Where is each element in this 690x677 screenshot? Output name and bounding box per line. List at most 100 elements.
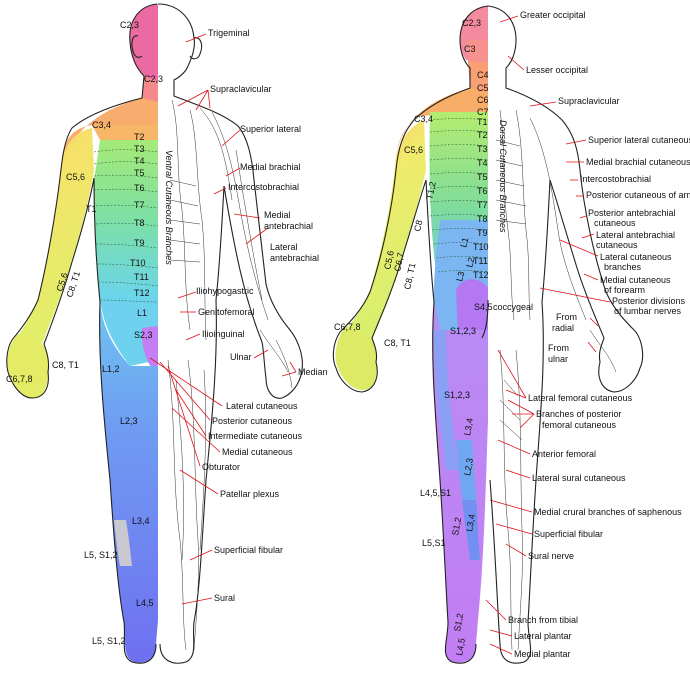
seg-back-l34b: L3,4 bbox=[464, 513, 477, 532]
label-ulnar: Ulnar bbox=[230, 352, 252, 362]
posterior-segment-labels: C2,3 C3 C4 C5 C6 C7 C3,4 T1 T2 C5,6 T3 T… bbox=[334, 18, 533, 656]
seg-back-l1: L1 bbox=[458, 236, 470, 248]
label-patellar-plexus: Patellar plexus bbox=[220, 489, 280, 499]
seg-back-c8t1hand: C8, T1 bbox=[384, 338, 411, 348]
seg-back-l2: L2 bbox=[464, 256, 476, 268]
seg-front-l5s12a: L5, S1,2 bbox=[84, 550, 118, 560]
seg-back-t9: T9 bbox=[477, 228, 488, 238]
seg-back-l45: L4,5 bbox=[454, 637, 467, 656]
front-head-c23 bbox=[129, 4, 158, 82]
label-posterior-antebrachial-2: cutaneous bbox=[594, 218, 636, 228]
seg-front-t4: T4 bbox=[134, 156, 145, 166]
label-from-ulnar-1: From bbox=[548, 343, 569, 353]
label-intercostobrachial-back: Intercostobrachial bbox=[580, 174, 651, 184]
label-medial-cutaneous: Medial cutaneous bbox=[222, 447, 293, 457]
label-medial-antebrachial-2: antebrachial bbox=[264, 221, 313, 231]
seg-front-l23: L2,3 bbox=[120, 416, 138, 426]
seg-back-c56: C5,6 bbox=[404, 145, 423, 155]
seg-back-c4: C4 bbox=[477, 70, 489, 80]
seg-front-t12: T12 bbox=[134, 288, 150, 298]
seg-front-t1: T1 bbox=[86, 204, 97, 214]
seg-back-s12b: S1,2 bbox=[452, 612, 465, 632]
label-posterior-cutaneous: Posterior cutaneous bbox=[212, 416, 293, 426]
seg-front-l5s12b: L5, S1,2 bbox=[92, 636, 126, 646]
label-branches-posterior-femoral-2: femoral cutaneous bbox=[542, 420, 617, 430]
label-posterior-divisions-1: Posterior divisions bbox=[612, 296, 686, 306]
seg-front-t10: T10 bbox=[130, 258, 146, 268]
label-branches-posterior-femoral-1: Branches of posterior bbox=[536, 409, 622, 419]
label-iliohypogastric: Iliohypogastric bbox=[196, 286, 254, 296]
seg-back-s12a: S1,2 bbox=[450, 516, 463, 536]
label-trigeminal: Trigeminal bbox=[208, 28, 250, 38]
anterior-leader-lines bbox=[149, 33, 297, 605]
seg-back-c3: C3 bbox=[464, 44, 476, 54]
anterior-segment-labels: C2,3 C2,3 C3,4 T2 T3 T4 C5,6 T5 T6 T1 T7… bbox=[6, 20, 163, 646]
label-lateral-cutaneous-branches-2: branches bbox=[604, 262, 642, 272]
label-medial-plantar: Medial plantar bbox=[514, 649, 571, 659]
label-from-radial-1: From bbox=[556, 312, 577, 322]
label-sural-nerve: Sural nerve bbox=[528, 551, 574, 561]
label-lateral-antebrachial-1: Lateral antebrachial bbox=[596, 230, 675, 240]
posterior-nerve-labels: Greater occipital Lesser occipital Supra… bbox=[508, 10, 690, 659]
label-lateral-femoral-cutaneous: Lateral femoral cutaneous bbox=[528, 393, 633, 403]
seg-back-c6: C6 bbox=[477, 95, 489, 105]
seg-back-t5: T5 bbox=[477, 172, 488, 182]
label-lateral-antebrachial-1: Lateral bbox=[270, 242, 298, 252]
label-lateral-plantar: Lateral plantar bbox=[514, 631, 572, 641]
label-superior-lateral-cutaneous: Superior lateral cutaneous bbox=[588, 135, 690, 145]
seg-back-c23: C2,3 bbox=[462, 18, 481, 28]
label-supraclavicular-front: Supraclavicular bbox=[210, 84, 272, 94]
front-arm bbox=[18, 128, 94, 344]
posterior-dermatome-colors bbox=[335, 6, 488, 663]
label-anterior-femoral: Anterior femoral bbox=[532, 449, 596, 459]
seg-back-t12: T12 bbox=[473, 270, 489, 280]
seg-front-t9: T9 bbox=[134, 238, 145, 248]
seg-front-t3: T3 bbox=[134, 144, 145, 154]
seg-front-t6: T6 bbox=[134, 183, 145, 193]
label-lateral-cutaneous-branches-1: Lateral cutaneous bbox=[600, 252, 672, 262]
seg-back-l34: L3,4 bbox=[462, 417, 475, 436]
seg-front-t2: T2 bbox=[134, 132, 145, 142]
label-lesser-occipital: Lesser occipital bbox=[526, 65, 588, 75]
seg-back-c7: C7 bbox=[477, 107, 489, 117]
front-vertical-caption: Ventral Cutaneous Branches bbox=[164, 150, 174, 265]
label-obturator: Obturator bbox=[202, 462, 240, 472]
seg-front-t11: T11 bbox=[134, 272, 149, 282]
label-lateral-cutaneous: Lateral cutaneous bbox=[226, 401, 298, 411]
seg-front-l1: L1 bbox=[137, 308, 147, 318]
seg-back-c8: C8 bbox=[412, 219, 424, 232]
seg-back-c56arm: C5,6 bbox=[382, 250, 396, 271]
label-medial-cutaneous-forearm-1: Medial cutaneous bbox=[600, 275, 671, 285]
front-leg bbox=[99, 300, 158, 663]
anterior-band-lines bbox=[93, 149, 159, 303]
label-branch-from-tibial: Branch from tibial bbox=[508, 615, 578, 625]
label-superficial-fibular-back: Superficial fibular bbox=[534, 529, 603, 539]
seg-back-s123a: S1,2,3 bbox=[450, 326, 476, 336]
seg-back-c34: C3,4 bbox=[414, 114, 433, 124]
seg-back-l4s1: L4,5,S1 bbox=[420, 488, 451, 498]
anterior-dermatome-colors bbox=[7, 4, 158, 663]
seg-back-t12arm: T1,2 bbox=[424, 181, 438, 201]
seg-back-c5: C5 bbox=[477, 83, 489, 93]
posterior-band-lines bbox=[429, 118, 489, 273]
posterior-leader-lines bbox=[485, 15, 611, 655]
label-greater-occipital: Greater occipital bbox=[520, 10, 586, 20]
front-grey-shin bbox=[114, 520, 132, 566]
seg-front-l12: L1,2 bbox=[102, 364, 120, 374]
anterior-outline bbox=[6, 3, 303, 664]
seg-back-coccygeal: coccygeal bbox=[493, 302, 533, 312]
seg-front-s23: S2,3 bbox=[134, 330, 153, 340]
seg-back-l3: L3 bbox=[454, 270, 466, 282]
back-vertical-caption: Dorsal Cutaneous Branches bbox=[498, 120, 508, 233]
label-medial-cutaneous-forearm-2: of forearm bbox=[604, 285, 645, 295]
back-hand bbox=[335, 326, 377, 390]
front-hand bbox=[7, 334, 49, 399]
label-from-radial-2: radial bbox=[552, 323, 574, 333]
label-superficial-fibular-front: Superficial fibular bbox=[214, 545, 283, 555]
seg-back-t11: T11 bbox=[473, 256, 488, 266]
seg-back-c678: C6,7,8 bbox=[334, 322, 361, 332]
seg-back-t4: T4 bbox=[477, 158, 488, 168]
seg-back-l5s1: L5,S1 bbox=[422, 538, 446, 548]
seg-front-c56: C5,6 bbox=[66, 172, 85, 182]
